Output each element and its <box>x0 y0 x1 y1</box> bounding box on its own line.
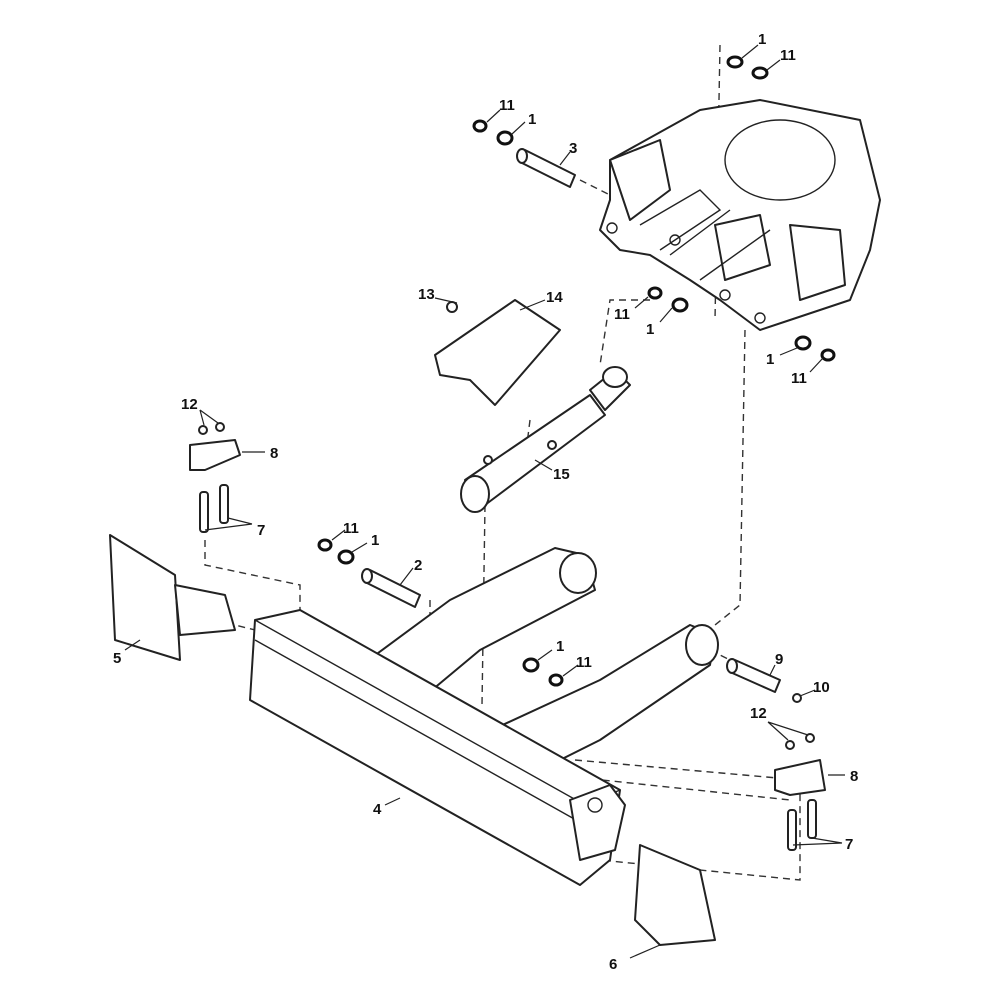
callout-11: 11 <box>576 654 592 671</box>
callout-7: 7 <box>257 522 265 539</box>
callout-11: 11 <box>614 306 630 323</box>
callout-1: 1 <box>556 638 564 655</box>
callout-9: 9 <box>775 651 783 668</box>
callout-10: 10 <box>813 679 830 696</box>
callout-2: 2 <box>414 557 422 574</box>
leader-lines <box>124 44 845 959</box>
callout-6: 6 <box>609 956 617 973</box>
callout-12: 12 <box>750 705 767 722</box>
rings <box>317 55 836 687</box>
callout-1: 1 <box>766 351 774 368</box>
callout-1: 1 <box>528 111 536 128</box>
callout-4: 4 <box>373 801 382 818</box>
blade <box>249 609 626 886</box>
main-frame <box>599 99 881 331</box>
callout-15: 15 <box>553 466 570 483</box>
callout-8: 8 <box>270 445 278 462</box>
callout-11: 11 <box>499 97 515 114</box>
callout-8: 8 <box>850 768 858 785</box>
callout-11: 11 <box>791 370 807 387</box>
callout-12: 12 <box>181 396 198 413</box>
callouts: 1 11 11 1 3 13 14 11 1 1 11 12 8 15 7 11… <box>113 31 858 973</box>
callout-3: 3 <box>569 140 577 157</box>
end-bit-left <box>109 534 236 661</box>
callout-11: 11 <box>343 520 359 537</box>
callout-11: 11 <box>780 47 796 64</box>
callout-1: 1 <box>758 31 766 48</box>
callout-13: 13 <box>418 286 435 303</box>
end-bit-right <box>634 844 716 946</box>
pins <box>361 148 802 703</box>
callout-14: 14 <box>546 289 563 306</box>
callout-1: 1 <box>646 321 654 338</box>
callout-1: 1 <box>371 532 379 549</box>
callout-7: 7 <box>845 836 853 853</box>
cover-plate <box>434 299 561 406</box>
left-bracket <box>189 422 241 533</box>
callout-5: 5 <box>113 650 121 667</box>
hydraulic-cylinder <box>460 366 631 513</box>
